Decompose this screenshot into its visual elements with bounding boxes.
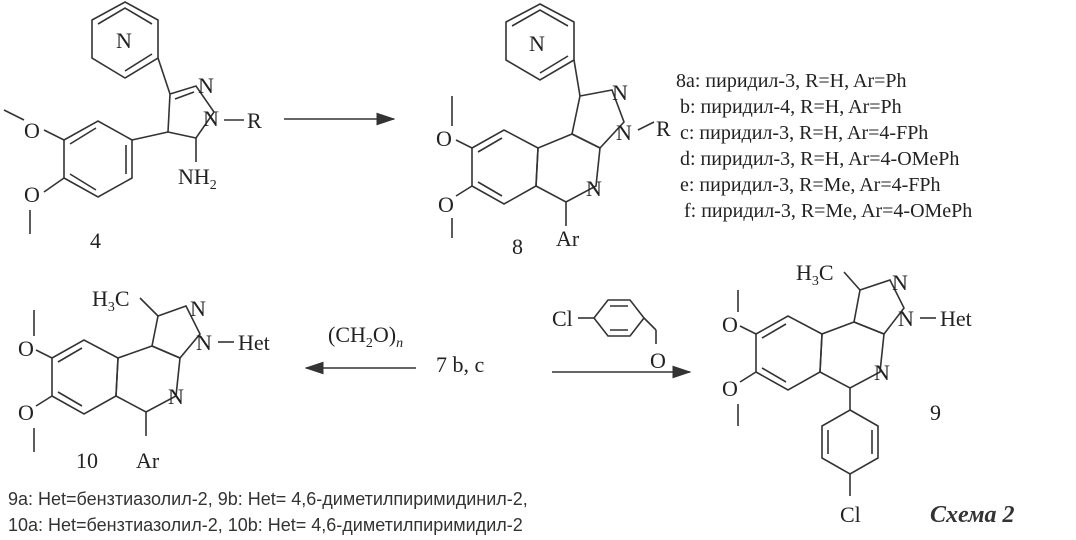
compound-10: H3C N N Het N O O Ar 10 — [18, 286, 270, 473]
het-label: Het — [940, 306, 972, 331]
pyrazole-ring — [151, 305, 201, 359]
variants-list: 8a: пиридил-3, R=H, Ar=Ph b: пиридил-4, … — [676, 68, 972, 224]
variant-8e: e: пиридил-3, R=Me, Ar=4-FPh — [680, 174, 941, 196]
r-substituent-label: R — [656, 116, 671, 141]
isoquinoline-n-label: N — [874, 360, 890, 385]
methoxy-o-label-upper: O — [722, 312, 738, 337]
variant-8c: c: пиридил-3, R=H, Ar=4-FPh — [680, 122, 929, 144]
chloro-label: Cl — [840, 502, 861, 527]
compound-number: 4 — [90, 228, 101, 253]
pyridine-ring — [505, 3, 575, 81]
pyrazole-n2-label: N — [612, 80, 628, 105]
amino-label: NH2 — [178, 164, 217, 193]
pyrazole-ring — [571, 89, 625, 149]
methyl-label: H3C — [796, 260, 834, 289]
compound-4: N N N R NH2 O O 4 — [3, 1, 262, 253]
methyl-label: H3C — [92, 286, 130, 315]
compound-number: 8 — [512, 234, 523, 259]
methoxy-o-label-lower: O — [24, 182, 40, 207]
pyrazole-n1-label: N — [616, 120, 632, 145]
note-9: 9a: Het=бензтиазолил-2, 9b: Het= 4,6-дим… — [8, 489, 528, 509]
methoxy-o-label-upper: O — [436, 126, 452, 151]
compound-number: 9 — [930, 400, 941, 425]
pyrazole-n2-label: N — [190, 296, 206, 321]
pyrazole-n1-label: N — [203, 106, 219, 131]
isoquinoline-n-label: N — [168, 384, 184, 409]
pyrazole-n1-label: N — [898, 306, 914, 331]
benzo-ring — [51, 339, 119, 415]
paraformaldehyde-reagent: (CH2O)n — [328, 322, 403, 351]
variant-8b: b: пиридил-4, R=H, Ar=Ph — [680, 96, 902, 118]
pyridine-n-label: N — [116, 28, 132, 53]
compound-number: 10 — [76, 448, 98, 473]
benzo-ring — [755, 315, 823, 391]
pyrazole-ring — [853, 279, 905, 335]
benzo-ring — [471, 129, 539, 205]
variant-8d: d: пиридил-3, R=H, Ar=4-OMePh — [680, 148, 960, 170]
dimethoxyphenyl-ring — [63, 120, 133, 198]
scheme-label: Схема 2 — [930, 502, 1015, 528]
compound-8: N N N R N O O Ar 8 — [436, 3, 671, 259]
reagent-cl-label: Cl — [552, 306, 573, 331]
pyridine-n-label: N — [529, 31, 545, 56]
pyrazole-ring — [167, 85, 215, 139]
pyridine-ring — [91, 1, 159, 79]
isoquinoline-n-label: N — [586, 176, 602, 201]
methoxy-o-label-upper: O — [18, 336, 34, 361]
note-10: 10a: Het=бензтиазолил-2, 10b: Het= 4,6-д… — [8, 515, 523, 535]
methoxy-o-label-lower: O — [438, 192, 454, 217]
reagent-chlorobenzaldehyde: Cl O — [552, 299, 666, 373]
variant-8f: f: пиридил-3, R=Me, Ar=4-OMePh — [684, 200, 973, 222]
het-notes: 9a: Het=бензтиазолил-2, 9b: Het= 4,6-дим… — [8, 486, 528, 538]
variant-8a: 8a: пиридил-3, R=H, Ar=Ph — [676, 70, 907, 92]
pyrazole-n-label: N — [198, 73, 214, 98]
het-label: Het — [238, 330, 270, 355]
methoxy-o-label-lower: O — [722, 376, 738, 401]
pyrazole-n1-label: N — [196, 330, 212, 355]
methoxy-o-label-upper: O — [24, 118, 40, 143]
r-substituent-label: R — [247, 108, 262, 133]
compound-9: H3C N N Het N O O Cl 9 — [722, 260, 972, 527]
chlorophenyl-ring — [821, 409, 879, 475]
pyrazole-n2-label: N — [892, 270, 908, 295]
methoxy-o-label-lower: O — [18, 400, 34, 425]
reagent-o-label: O — [650, 348, 666, 373]
aryl-label: Ar — [136, 448, 160, 473]
aryl-label: Ar — [556, 226, 580, 251]
compound-7-label: 7 b, c — [436, 352, 485, 377]
